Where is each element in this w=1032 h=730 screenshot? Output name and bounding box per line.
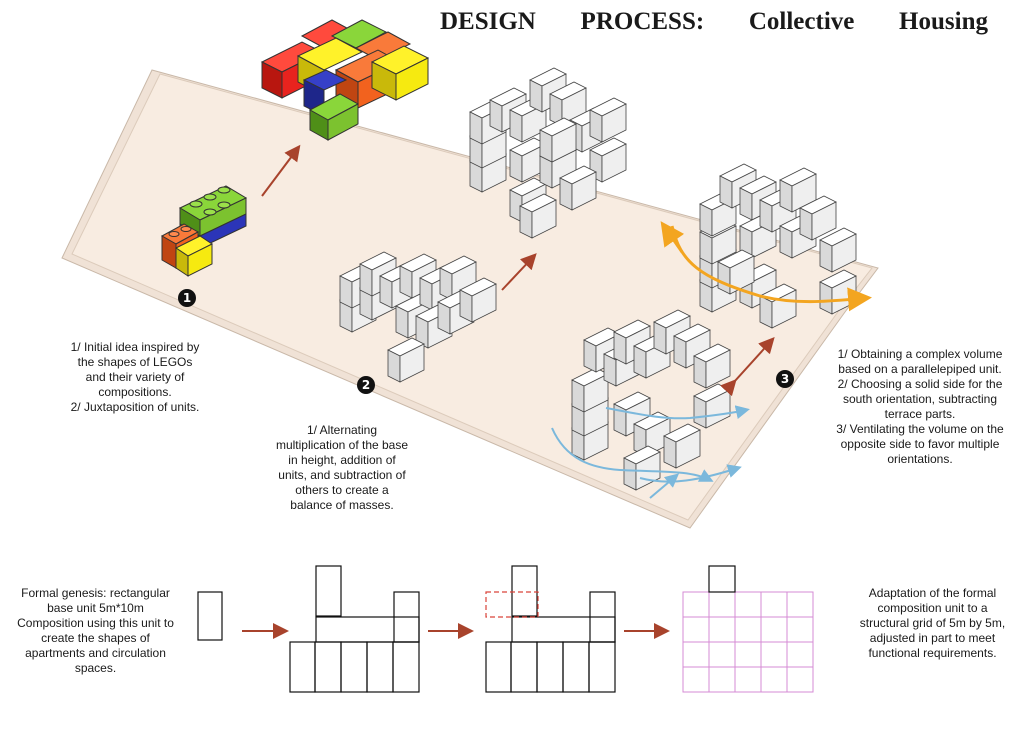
genesis-base-unit <box>197 591 223 641</box>
step-badge-3: 3 <box>776 370 794 388</box>
airflow-arrow-2 <box>605 405 750 420</box>
ventilation-arrow-orange <box>670 225 872 312</box>
airflow-arrow-1 <box>551 427 714 482</box>
step-3-text: 1/ Obtaining a complex volume based on a… <box>836 347 1004 466</box>
arrow-lego-to-composition <box>261 144 301 197</box>
title-word-collective: Collective <box>748 8 855 35</box>
lego-bricks-small <box>160 185 248 277</box>
genesis-composition <box>289 565 420 693</box>
airflow-arrow-3 <box>639 464 742 483</box>
genesis-right-text: Adaptation of the formal composition uni… <box>859 586 1006 660</box>
ventilation-arrow-orange-tip <box>660 221 685 253</box>
page-title: DESIGN PROCESS: Collective Housing <box>440 8 988 36</box>
title-word-design: DESIGN <box>440 8 536 35</box>
structural-grid <box>682 565 814 693</box>
title-word-housing: Housing <box>899 8 988 35</box>
arrow-step2-to-tall <box>501 253 537 291</box>
step-badge-1: 1 <box>178 289 196 307</box>
title-word-process: PROCESS: <box>580 8 705 35</box>
step-badge-2: 2 <box>357 376 375 394</box>
lego-composition-top <box>260 19 430 141</box>
genesis-subtraction <box>485 565 616 693</box>
step-2-text: 1/ Alternating multiplication of the bas… <box>275 423 409 512</box>
arrow-volume-link <box>720 337 775 397</box>
step-1-text: 1/ Initial idea inspired by the shapes o… <box>70 340 200 414</box>
genesis-left-text: Formal genesis: rectangular base unit 5m… <box>17 586 174 675</box>
airflow-arrow-4 <box>649 473 680 499</box>
